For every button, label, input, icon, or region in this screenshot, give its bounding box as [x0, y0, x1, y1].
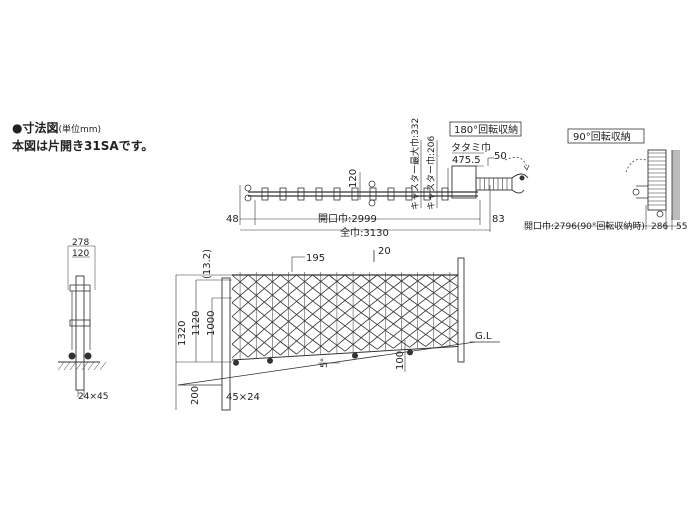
ground-hatch: [63, 361, 71, 371]
top-view: [239, 172, 491, 232]
side-dim-278: 278: [72, 238, 89, 248]
rotation-180-label-box: [449, 121, 522, 137]
drawing-title: 寸法図: [22, 121, 59, 135]
front-left-post: [221, 277, 231, 411]
ground-hatch: [93, 361, 101, 371]
rotation-90-view: [540, 128, 680, 230]
total-width-text: 全巾:3130: [340, 226, 389, 239]
plan-link: [297, 187, 305, 201]
dim-286-text: 286: [651, 222, 668, 232]
plan-link: [333, 187, 341, 201]
dim-48-text: 48: [226, 214, 239, 225]
plan-link: [279, 187, 287, 201]
ground-hatch: [87, 361, 95, 371]
plan-link: [261, 187, 269, 201]
bullet: ●: [12, 121, 23, 135]
front-dim-20: 20: [378, 246, 391, 257]
front-post-dim: 45×24: [226, 392, 260, 403]
plan-link: [405, 187, 413, 201]
rotation-90-label: 90°回転収納: [573, 130, 631, 143]
ground-hatch: [99, 361, 107, 371]
tatami-value: 475.5: [452, 155, 481, 166]
plan-link: [351, 187, 359, 201]
drawing-header: ●寸法図(単位mm) 本図は片開き31SAです。: [12, 120, 153, 154]
plan-caster: [368, 180, 376, 188]
rotation-180-label: 180°回転収納: [454, 123, 518, 136]
plan-link: [369, 187, 377, 201]
plan-link: [423, 187, 431, 201]
tatami-label: タタミ巾: [451, 141, 491, 154]
side-bottom-dim: 24×45: [78, 392, 108, 402]
caster-wheel: [267, 357, 273, 364]
caster-wheel: [233, 359, 239, 366]
gate-lattice: [231, 272, 459, 366]
dim-120-top-text: 120: [348, 169, 359, 188]
plan-hinge: [244, 184, 252, 192]
sloped-ground-line: [177, 341, 476, 386]
plan-link: [387, 187, 395, 201]
wall: [672, 150, 680, 220]
plan-link: [441, 187, 449, 201]
rotation-90-open-width: 開口巾:2796(90°回転収納時): [524, 220, 645, 232]
caster-max-text: キャスター最大巾:332: [409, 118, 421, 210]
plan-link: [315, 187, 323, 201]
unit-note: (単位mm): [58, 125, 102, 135]
dim-50-text: 50: [494, 151, 507, 162]
caster-wheel: [407, 349, 413, 356]
folded-bundle: [451, 165, 477, 199]
front-dim-195: 195: [306, 253, 325, 264]
side-post: [75, 275, 85, 391]
drawing-subtitle: 本図は片開き31SAです。: [12, 139, 154, 153]
dim-55-text: 55: [676, 222, 687, 232]
front-dim-13-2: (13.2): [202, 249, 213, 279]
ground-hatch: [75, 361, 83, 371]
lattice-bottom-rail: [231, 345, 459, 361]
front-dim-1120: 1120: [191, 311, 202, 336]
rotation-90-label-box: [567, 128, 645, 144]
side-view: [57, 245, 107, 397]
title-line: ●寸法図(単位mm): [12, 120, 153, 138]
caster-wheel: [352, 352, 358, 359]
front-dim-1000: 1000: [206, 311, 217, 336]
dim-83-text: 83: [492, 214, 505, 225]
plan-caster: [368, 199, 376, 207]
front-dim-200: 200: [190, 386, 201, 405]
ground-hatch: [69, 361, 77, 371]
front-dim-5deg: 5°: [320, 358, 330, 368]
ground-level-label: G.L: [475, 331, 492, 342]
folded-bundle-90: [647, 149, 667, 211]
rotation-180-view: [420, 121, 530, 208]
ground-hatch: [57, 361, 65, 371]
front-dim-1320: 1320: [177, 321, 188, 346]
front-view: [175, 250, 500, 411]
side-dim-120: 120: [72, 249, 89, 259]
side-ground-hatch: [57, 361, 107, 371]
front-right-post: [457, 257, 465, 363]
plan-hinge: [244, 194, 252, 202]
caster-arm: [475, 177, 513, 191]
open-width-text: 開口巾:2999: [318, 212, 377, 225]
plan-gate-bar: [244, 180, 478, 207]
ground-hatch: [81, 361, 89, 371]
front-dim-100: 100: [395, 351, 406, 370]
caster-width-text: キャスター巾:206: [425, 136, 437, 210]
